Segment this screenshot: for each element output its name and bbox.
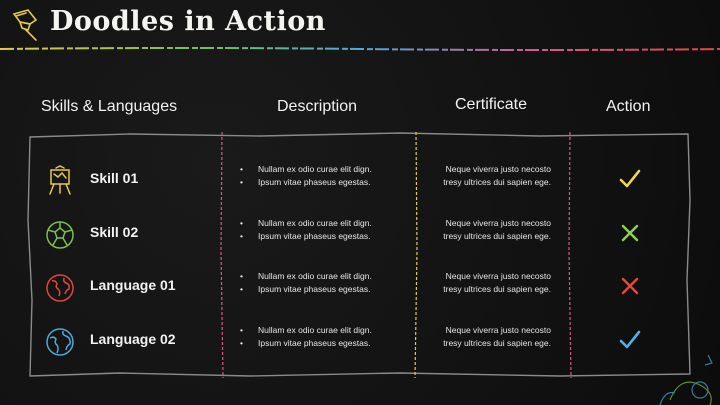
row-label: Language 02 bbox=[90, 331, 176, 347]
table-row: Skill 01 Nullam ex odio curae elit dign.… bbox=[40, 157, 680, 207]
description-list: Nullam ex odio curae elit dign. Ipsum vi… bbox=[240, 324, 420, 350]
description-list: Nullam ex odio curae elit dign. Ipsum vi… bbox=[240, 163, 420, 189]
description-list: Nullam ex odio curae elit dign. Ipsum vi… bbox=[240, 270, 420, 296]
description-item: Ipsum vitae phaseus egestas. bbox=[240, 337, 420, 350]
decorative-doodle-icon bbox=[659, 354, 713, 405]
description-item: Nullam ex odio curae elit dign. bbox=[240, 270, 420, 283]
description-item: Nullam ex odio curae elit dign. bbox=[240, 217, 420, 230]
globe-icon bbox=[46, 328, 74, 356]
certificate-text: Neque viverra justo necosto tresy ultric… bbox=[443, 164, 551, 187]
header-action: Action bbox=[606, 98, 651, 115]
table-row: Language 02 Nullam ex odio curae elit di… bbox=[40, 318, 680, 368]
table-row: Skill 02 Nullam ex odio curae elit dign.… bbox=[40, 211, 680, 261]
row-label: Language 01 bbox=[90, 277, 176, 293]
check-icon bbox=[619, 169, 641, 188]
pushpin-icon bbox=[12, 9, 38, 41]
soccer-ball-icon bbox=[46, 221, 74, 249]
easel-icon bbox=[49, 165, 71, 195]
certificate-text: Neque viverra justo necosto tresy ultric… bbox=[443, 218, 551, 241]
description-item: Nullam ex odio curae elit dign. bbox=[240, 324, 420, 337]
header-description: Description bbox=[277, 98, 358, 115]
globe-icon bbox=[46, 274, 74, 302]
description-list: Nullam ex odio curae elit dign. Ipsum vi… bbox=[240, 217, 420, 243]
check-icon bbox=[619, 330, 641, 349]
row-label: Skill 02 bbox=[90, 224, 139, 240]
certificate-text: Neque viverra justo necosto tresy ultric… bbox=[443, 271, 551, 294]
slide-title: Doodles in Action bbox=[50, 6, 326, 37]
header-skills: Skills & Languages bbox=[41, 98, 178, 115]
table-row: Language 01 Nullam ex odio curae elit di… bbox=[40, 264, 680, 314]
row-label: Skill 01 bbox=[90, 170, 139, 186]
description-item: Ipsum vitae phaseus egestas. bbox=[240, 230, 420, 243]
title-underline bbox=[0, 47, 720, 51]
description-item: Ipsum vitae phaseus egestas. bbox=[240, 176, 420, 189]
certificate-text: Neque viverra justo necosto tresy ultric… bbox=[443, 325, 551, 348]
description-item: Ipsum vitae phaseus egestas. bbox=[240, 283, 420, 296]
cross-icon bbox=[621, 277, 639, 295]
header-certificate: Certificate bbox=[455, 96, 528, 113]
cross-icon bbox=[621, 224, 639, 242]
description-item: Nullam ex odio curae elit dign. bbox=[240, 163, 420, 176]
